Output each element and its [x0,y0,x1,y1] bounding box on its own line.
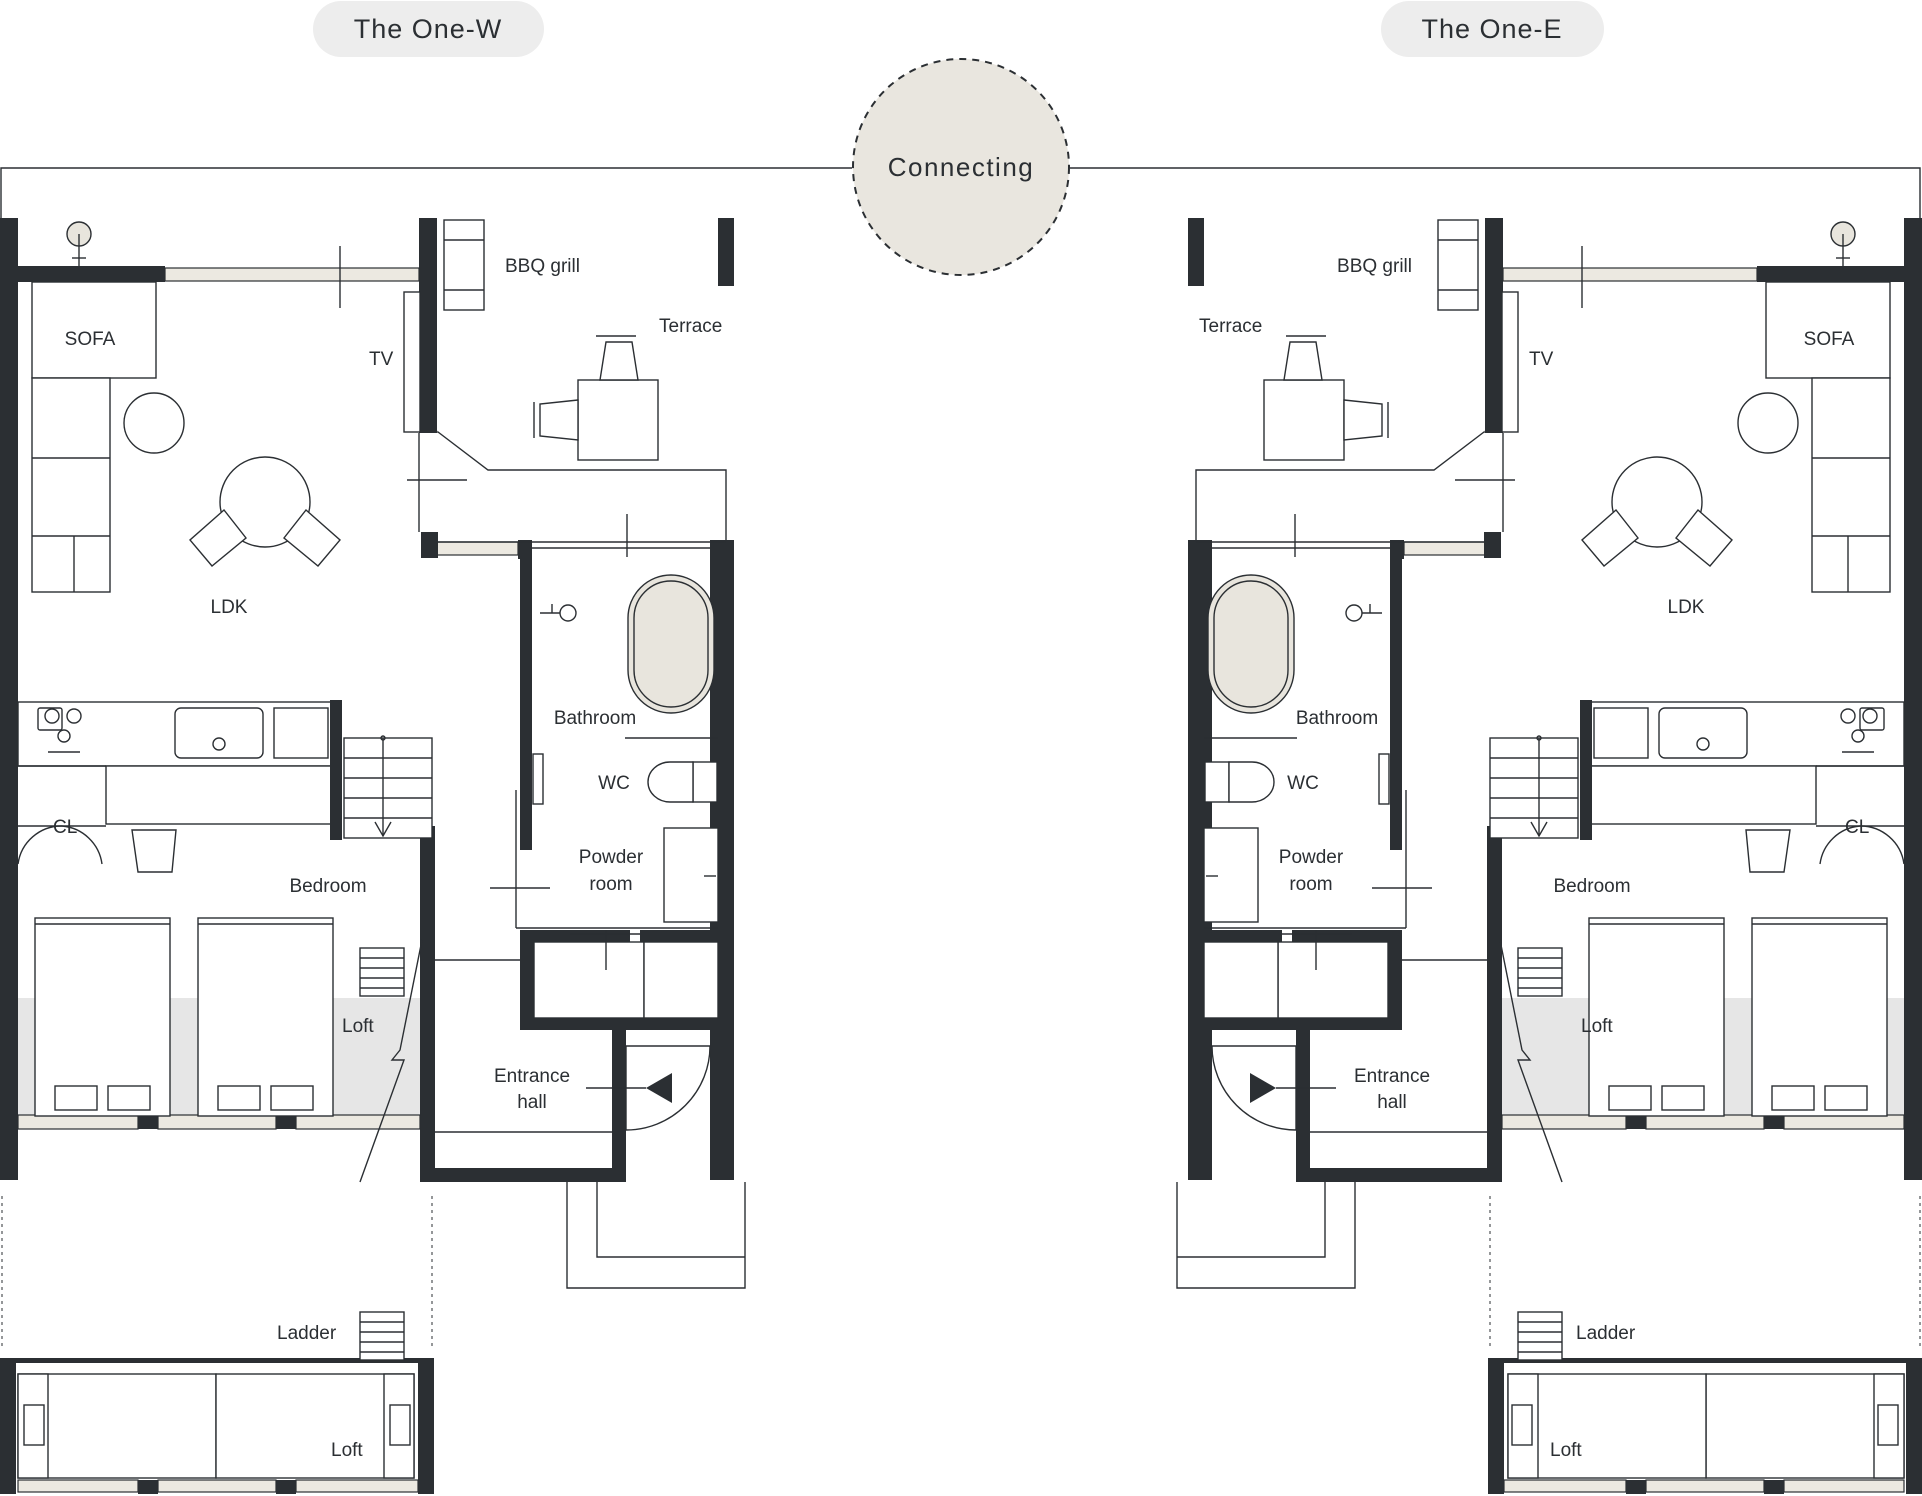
label-powder-west-2: room [589,874,632,895]
label-entrance-west-2: hall [517,1092,547,1113]
unit-west-plan [0,218,746,1494]
label-ldk-east: LDK [1668,597,1705,618]
unit-east-geometry [1176,218,1922,1494]
unit-title-west-pill: The One-W [313,1,544,57]
label-terrace-east: Terrace [1199,316,1262,337]
label-powder-east-1: Powder [1279,847,1344,868]
label-bbq-east: BBQ grill [1337,256,1412,277]
label-loft-west: Loft [342,1016,374,1037]
label-bathroom-east: Bathroom [1296,708,1378,729]
label-powder-east-2: room [1289,874,1332,895]
label-entrance-east-1: Entrance [1354,1066,1430,1087]
label-wc-east: WC [1287,773,1319,794]
label-bbq-west: BBQ grill [505,256,580,277]
unit-title-east-pill: The One-E [1381,1,1604,57]
label-bedroom-west: Bedroom [289,876,366,897]
label-bedroom-east: Bedroom [1553,876,1630,897]
west-labels: BBQ grill Terrace SOFA TV LDK Bathroom W… [53,256,722,1461]
label-loft-upper-east: Loft [1550,1440,1582,1461]
unit-title-east: The One-E [1421,14,1562,44]
label-cl-west: CL [53,817,77,838]
unit-title-west: The One-W [354,14,503,44]
label-sofa-west: SOFA [65,329,116,350]
label-terrace-west: Terrace [659,316,722,337]
label-loft-upper-west: Loft [331,1440,363,1461]
label-ldk-west: LDK [211,597,248,618]
unit-east-plan [1176,218,1922,1494]
label-sofa-east: SOFA [1804,329,1855,350]
label-entrance-east-2: hall [1377,1092,1407,1113]
label-powder-west-1: Powder [579,847,644,868]
label-loft-east: Loft [1581,1016,1613,1037]
label-ladder-west: Ladder [277,1323,337,1344]
label-entrance-west-1: Entrance [494,1066,570,1087]
roof-outline [0,167,1921,218]
label-tv-east: TV [1529,349,1554,370]
label-cl-east: CL [1845,817,1869,838]
connecting-marker: Connecting [852,58,1070,276]
east-labels: BBQ grill Terrace SOFA TV LDK Bathroom W… [1199,256,1869,1461]
label-wc-west: WC [598,773,630,794]
label-ladder-east: Ladder [1576,1323,1636,1344]
label-bathroom-west: Bathroom [554,708,636,729]
label-tv-west: TV [369,349,394,370]
connecting-label: Connecting [888,152,1035,182]
